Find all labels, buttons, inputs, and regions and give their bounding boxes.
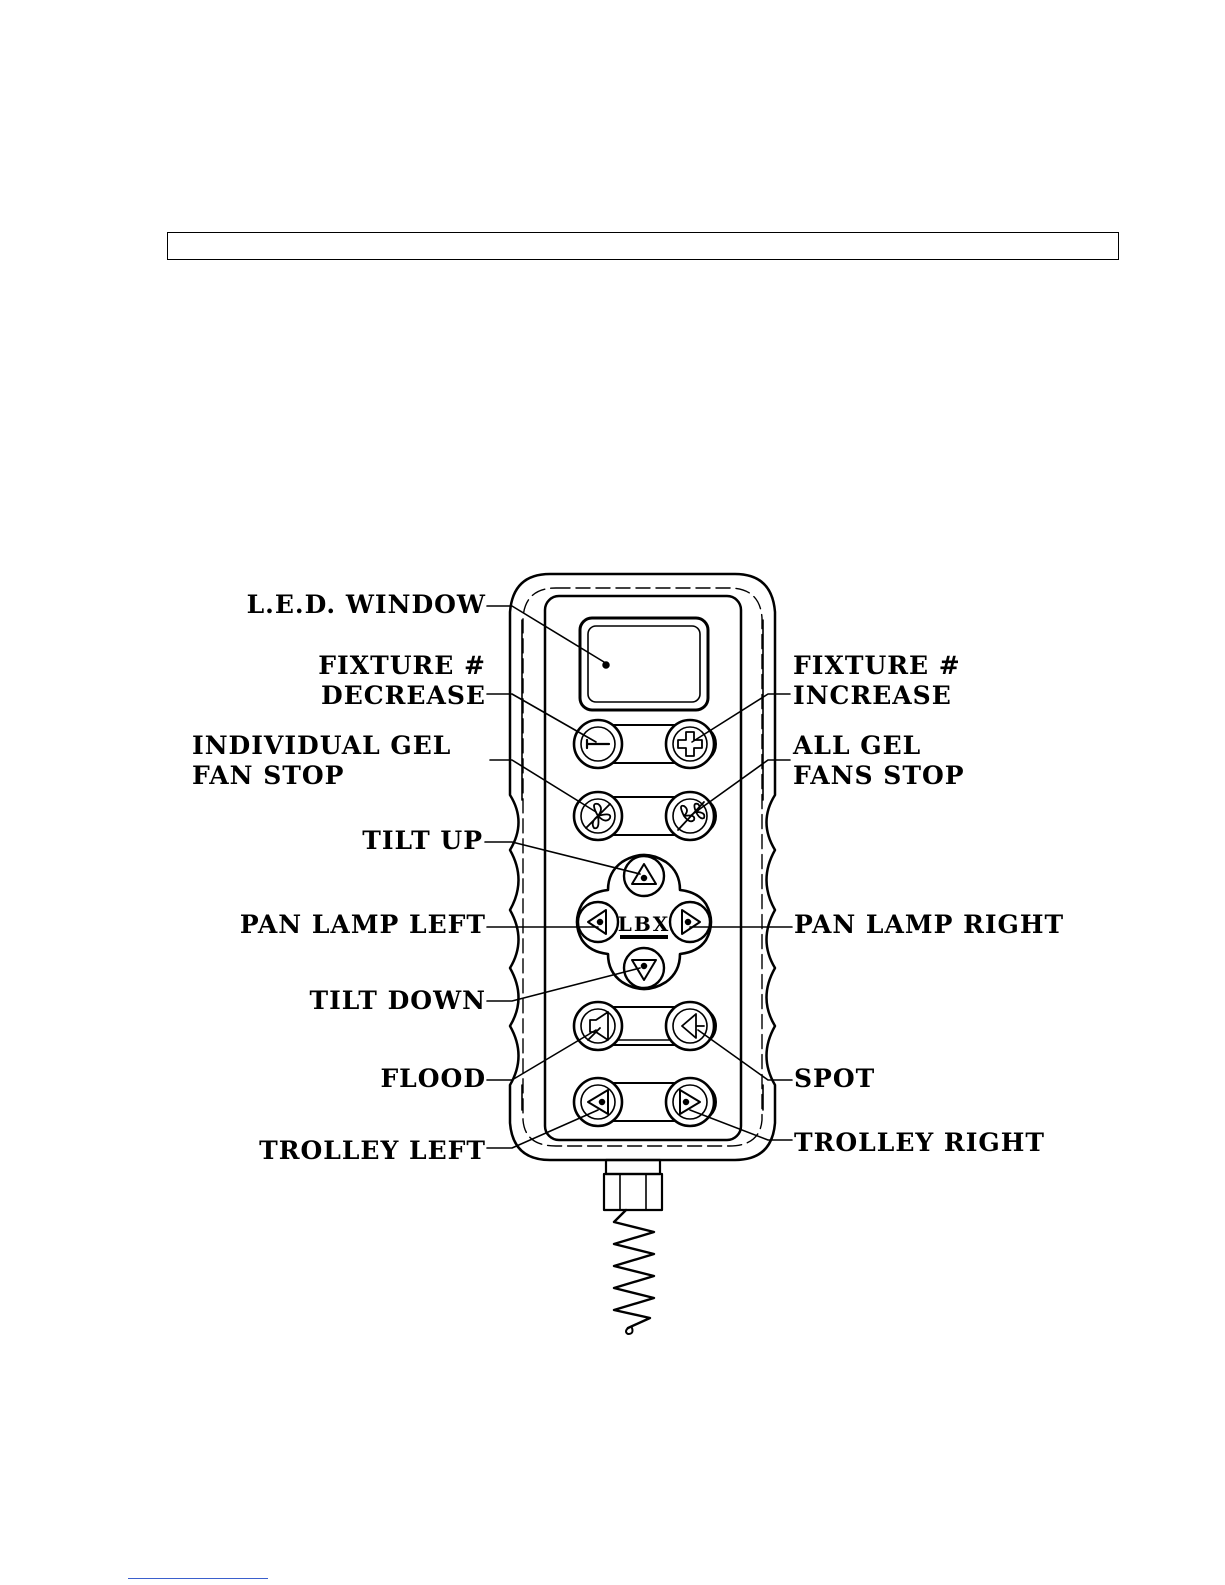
brand-logo: LBX [618,912,670,936]
label-individual-gel-fan-stop: INDIVIDUAL GEL FAN STOP [192,731,451,791]
label-all-gel-fans-stop: ALL GEL FANS STOP [793,731,965,791]
label-fixture-increase: FIXTURE # INCREASE [793,651,961,711]
footnote-rule [128,1578,268,1579]
label-trolley-left: TROLLEY LEFT [259,1136,486,1166]
label-tilt-down: TILT DOWN [309,986,486,1016]
label-spot: SPOT [794,1064,875,1094]
label-trolley-right: TROLLEY RIGHT [794,1128,1045,1158]
label-flood: FLOOD [380,1064,486,1094]
led-window [580,618,708,710]
label-pan-lamp-right: PAN LAMP RIGHT [794,910,1064,940]
label-led-window: L.E.D. WINDOW [247,590,486,620]
label-tilt-up: TILT UP [362,826,483,856]
coiled-cable [614,1210,654,1328]
led-indicator-dot [604,663,609,668]
cable-connector [606,1160,660,1174]
label-fixture-decrease: FIXTURE # DECREASE [318,651,486,711]
label-pan-lamp-left: PAN LAMP LEFT [240,910,486,940]
